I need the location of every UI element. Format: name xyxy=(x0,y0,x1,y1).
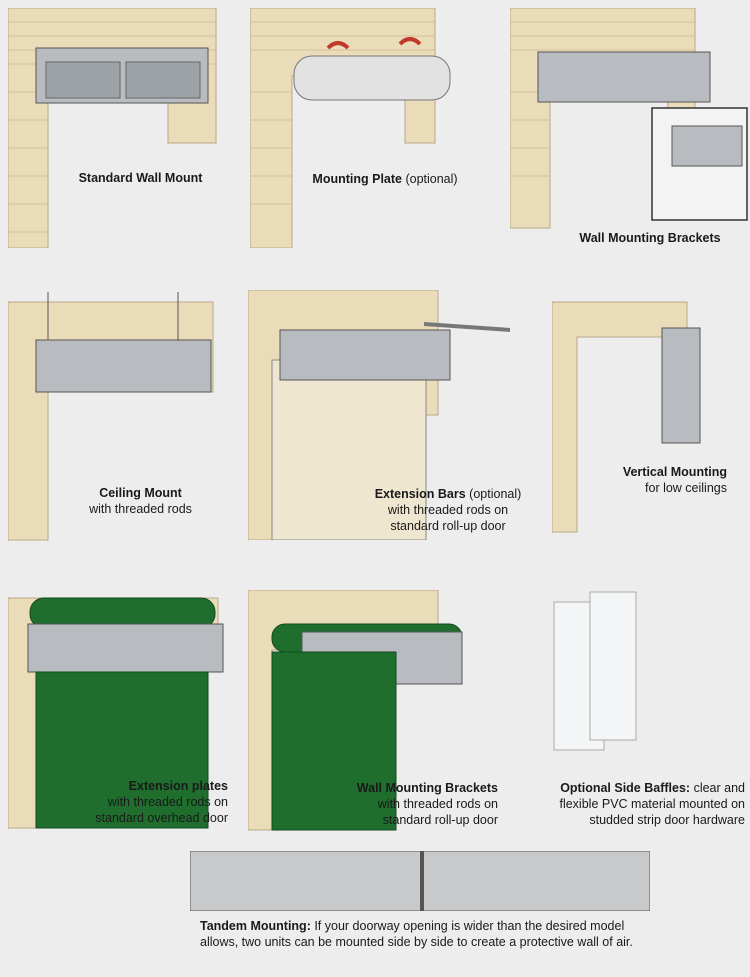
extension-plates-subtitle: with threaded rods on xyxy=(107,795,228,809)
side-baffles-illustration xyxy=(553,591,637,751)
wall-mounting-brackets-title: Wall Mounting Brackets xyxy=(579,231,721,245)
panel-ceiling-mount: Ceiling Mount with threaded rods xyxy=(8,292,233,542)
wall-mounting-brackets-door-subtitle: with threaded rods on xyxy=(377,797,498,811)
panel-extension-plates: Extension plates with threaded rods on s… xyxy=(8,588,233,838)
wall-mounting-brackets-door-subtitle2: standard roll-up door xyxy=(382,813,498,827)
ceiling-mount-illustration xyxy=(8,292,214,541)
side-baffles-title-suffix: clear and xyxy=(690,781,745,795)
tandem-text: If your doorway opening is wider than th… xyxy=(200,919,633,949)
extension-bars-optional: (optional) xyxy=(465,487,522,501)
panel-wall-mounting-brackets-door: Wall Mounting Brackets with threaded rod… xyxy=(248,590,503,840)
vertical-mounting-illustration xyxy=(552,301,701,533)
extension-plates-title: Extension plates xyxy=(128,779,228,793)
standard-wall-mount-illustration xyxy=(8,8,217,248)
mounting-plate-optional: (optional) xyxy=(401,172,458,186)
side-baffles-subtitle: flexible PVC material mounted on xyxy=(559,797,745,811)
vertical-mounting-title: Vertical Mounting xyxy=(622,465,727,479)
side-baffles-title: Optional Side Baffles: xyxy=(560,781,691,795)
extension-bars-illustration xyxy=(248,290,511,540)
wall-mounting-brackets-door-illustration xyxy=(248,590,463,831)
mounting-plate-illustration xyxy=(250,8,451,248)
extension-bars-subtitle2: standard roll-up door xyxy=(390,519,506,533)
extension-plates-illustration xyxy=(8,597,224,829)
tandem-title: Tandem Mounting: xyxy=(200,919,311,933)
extension-bars-title: Extension Bars xyxy=(374,487,466,501)
wall-mounting-brackets-door-title: Wall Mounting Brackets xyxy=(356,781,498,795)
extension-bars-subtitle: with threaded rods on xyxy=(387,503,509,517)
panel-vertical-mounting: Vertical Mounting for low ceilings xyxy=(552,292,750,542)
tandem-svg xyxy=(189,850,651,912)
side-baffles-subtitle2: studded strip door hardware xyxy=(589,813,745,827)
panel-optional-side-baffles: Optional Side Baffles: clear and flexibl… xyxy=(518,590,750,840)
panel-wall-mounting-brackets: Wall Mounting Brackets xyxy=(510,8,750,248)
tandem-units-illustration xyxy=(189,850,651,916)
extension-plates-subtitle2: standard overhead door xyxy=(95,811,228,825)
standard-wall-mount-title: Standard Wall Mount xyxy=(78,171,203,185)
tandem-caption: Tandem Mounting: If your doorway opening… xyxy=(200,918,660,950)
mounting-plate-title: Mounting Plate xyxy=(312,172,402,186)
ceiling-mount-title: Ceiling Mount xyxy=(99,486,182,500)
vertical-mounting-subtitle: for low ceilings xyxy=(645,481,727,495)
panel-standard-wall-mount: Standard Wall Mount xyxy=(8,8,233,248)
ceiling-mount-subtitle: with threaded rods xyxy=(89,502,192,516)
panel-mounting-plate: Mounting Plate (optional) xyxy=(250,8,490,248)
panel-extension-bars: Extension Bars (optional) with threaded … xyxy=(248,290,538,540)
wall-mounting-brackets-illustration xyxy=(510,8,748,229)
